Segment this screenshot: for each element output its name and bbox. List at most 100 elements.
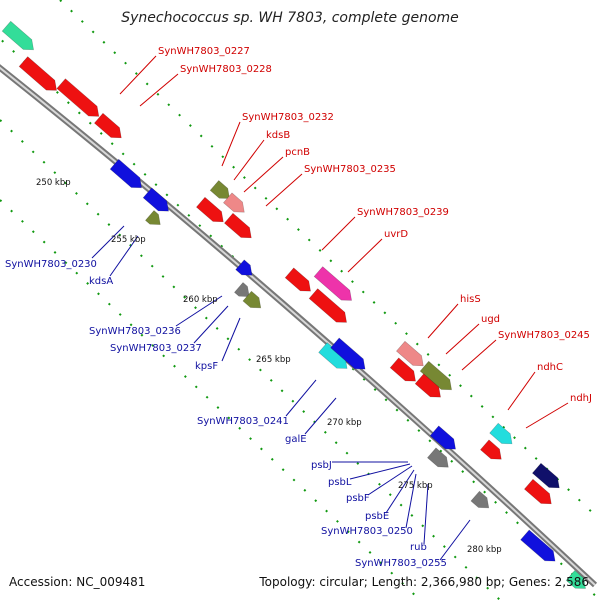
gene-label-psbL[interactable]: psbL bbox=[328, 477, 352, 488]
leader-line-7 bbox=[347, 238, 383, 273]
gene-label-SynWH7803_0236[interactable]: SynWH7803_0236 bbox=[89, 326, 181, 337]
leader-line-0 bbox=[119, 55, 157, 95]
gene-label-SynWH7803_0250[interactable]: SynWH7803_0250 bbox=[321, 526, 413, 537]
gene-0229-arrow[interactable] bbox=[93, 112, 125, 142]
leader-line-4 bbox=[243, 156, 284, 193]
gene-0239-arrow[interactable] bbox=[313, 266, 356, 306]
leader-line-12 bbox=[525, 402, 569, 429]
gene-0253-arrow[interactable] bbox=[531, 462, 563, 492]
leader-line-1 bbox=[139, 73, 179, 107]
gene-0256-arrow[interactable] bbox=[520, 529, 560, 566]
gene-0253b-arrow[interactable] bbox=[523, 478, 555, 508]
gene-label-SynWH7803_0230[interactable]: SynWH7803_0230 bbox=[5, 259, 97, 270]
gene-0230-arrow[interactable] bbox=[109, 158, 146, 192]
guide-track-0 bbox=[59, 0, 600, 521]
gene-label-psbJ[interactable]: psbJ bbox=[311, 460, 332, 471]
gene-0236-arrow[interactable] bbox=[235, 259, 257, 280]
kbp-label-275: 275 kbp bbox=[398, 481, 433, 491]
gene-galE-arrow[interactable] bbox=[330, 337, 370, 374]
gene-kdsB-arrow[interactable] bbox=[223, 192, 248, 217]
leader-line-18 bbox=[285, 379, 317, 417]
gene-label-kdsB[interactable]: kdsB bbox=[266, 130, 290, 141]
leader-line-19 bbox=[304, 397, 337, 435]
gene-0257-arrow[interactable] bbox=[565, 570, 590, 594]
kbp-label-255: 255 kbp bbox=[111, 235, 146, 245]
gene-kdsA-arrow[interactable] bbox=[145, 210, 164, 230]
gene-label-kdsA[interactable]: kdsA bbox=[89, 276, 113, 287]
gene-hisS-arrow[interactable] bbox=[395, 340, 427, 370]
leader-line-3 bbox=[233, 139, 265, 181]
leader-line-21 bbox=[349, 463, 411, 480]
gene-features bbox=[1, 20, 590, 594]
gene-0226-arrow[interactable] bbox=[1, 20, 38, 54]
leader-line-11 bbox=[507, 371, 536, 411]
leader-line-9 bbox=[445, 323, 480, 355]
gene-label-hisS[interactable]: hisS bbox=[460, 294, 481, 305]
gene-0245b-arrow[interactable] bbox=[414, 373, 445, 402]
kbp-label-280: 280 kbp bbox=[467, 545, 502, 555]
gene-0228-arrow[interactable] bbox=[56, 78, 103, 122]
leader-line-10 bbox=[461, 339, 497, 371]
guide-track-2 bbox=[0, 119, 501, 600]
leader-line-26 bbox=[439, 519, 471, 561]
gene-pcnB-arrow[interactable] bbox=[195, 196, 227, 226]
gene-label-SynWH7803_0237[interactable]: SynWH7803_0237 bbox=[110, 343, 202, 354]
gene-label-SynWH7803_0232[interactable]: SynWH7803_0232 bbox=[242, 112, 334, 123]
gene-psb-arrow[interactable] bbox=[429, 425, 460, 454]
leader-line-13 bbox=[91, 225, 125, 259]
gene-label-SynWH7803_0255[interactable]: SynWH7803_0255 bbox=[355, 558, 447, 569]
leader-line-16 bbox=[193, 305, 229, 344]
gene-0231-arrow[interactable] bbox=[142, 187, 173, 216]
leader-line-22 bbox=[367, 465, 413, 496]
gene-label-SynWH7803_0235[interactable]: SynWH7803_0235 bbox=[304, 164, 396, 175]
leader-line-6 bbox=[321, 216, 356, 251]
map-title: Synechococcus sp. WH 7803, complete geno… bbox=[121, 10, 459, 26]
kbp-label-270: 270 kbp bbox=[327, 418, 362, 428]
kbp-label-260: 260 kbp bbox=[183, 295, 218, 305]
gene-0227-arrow[interactable] bbox=[18, 56, 61, 96]
gene-uvrD-arrow[interactable] bbox=[308, 288, 351, 328]
leader-line-8 bbox=[427, 303, 459, 339]
gene-label-galE[interactable]: galE bbox=[285, 434, 307, 445]
gene-label-pcnB[interactable]: pcnB bbox=[285, 147, 310, 158]
gene-0238-arrow[interactable] bbox=[284, 267, 315, 296]
gene-label-psbE[interactable]: psbE bbox=[365, 511, 389, 522]
leader-line-17 bbox=[221, 317, 241, 362]
leader-line-25 bbox=[423, 483, 429, 545]
gene-label-psbF[interactable]: psbF bbox=[346, 493, 370, 504]
gene-0235-arrow[interactable] bbox=[223, 212, 255, 242]
gene-0245-arrow[interactable] bbox=[389, 357, 420, 386]
gene-label-ndhJ[interactable]: ndhJ bbox=[570, 393, 592, 404]
leader-line-14 bbox=[109, 235, 139, 277]
gene-label-SynWH7803_0241[interactable]: SynWH7803_0241 bbox=[197, 416, 289, 427]
gene-0250-arrow[interactable] bbox=[427, 447, 452, 472]
gene-label-ndhC[interactable]: ndhC bbox=[537, 362, 563, 373]
gene-label-SynWH7803_0239[interactable]: SynWH7803_0239 bbox=[357, 207, 449, 218]
gene-ndhC-arrow[interactable] bbox=[489, 422, 517, 449]
gene-label-kpsF[interactable]: kpsF bbox=[195, 361, 218, 372]
gene-0237-arrow[interactable] bbox=[242, 290, 265, 313]
leader-line-23 bbox=[385, 469, 415, 514]
topology-text: Topology: circular; Length: 2,366,980 bp… bbox=[258, 575, 589, 589]
gene-label-SynWH7803_0245[interactable]: SynWH7803_0245 bbox=[498, 330, 590, 341]
kbp-label-265: 265 kbp bbox=[256, 355, 291, 365]
leader-line-5 bbox=[265, 173, 303, 207]
leader-line-15 bbox=[175, 295, 223, 327]
gene-label-uvrD[interactable]: uvrD bbox=[384, 229, 408, 240]
genome-backbone-highlight bbox=[0, 66, 596, 586]
gene-label-SynWH7803_0227[interactable]: SynWH7803_0227 bbox=[158, 46, 250, 57]
leader-line-24 bbox=[405, 473, 417, 529]
gene-label-rub[interactable]: rub bbox=[410, 542, 427, 553]
kbp-label-250: 250 kbp bbox=[36, 178, 71, 188]
gene-ndhJ-arrow[interactable] bbox=[480, 439, 505, 464]
gene-0255-arrow[interactable] bbox=[470, 490, 493, 513]
gene-ugd-arrow[interactable] bbox=[419, 360, 456, 394]
leader-line-2 bbox=[221, 121, 241, 167]
gene-0236b-arrow[interactable] bbox=[234, 282, 253, 302]
gene-label-ugd[interactable]: ugd bbox=[481, 314, 500, 325]
gene-label-SynWH7803_0228[interactable]: SynWH7803_0228 bbox=[180, 64, 272, 75]
gene-0232-arrow[interactable] bbox=[209, 180, 234, 204]
